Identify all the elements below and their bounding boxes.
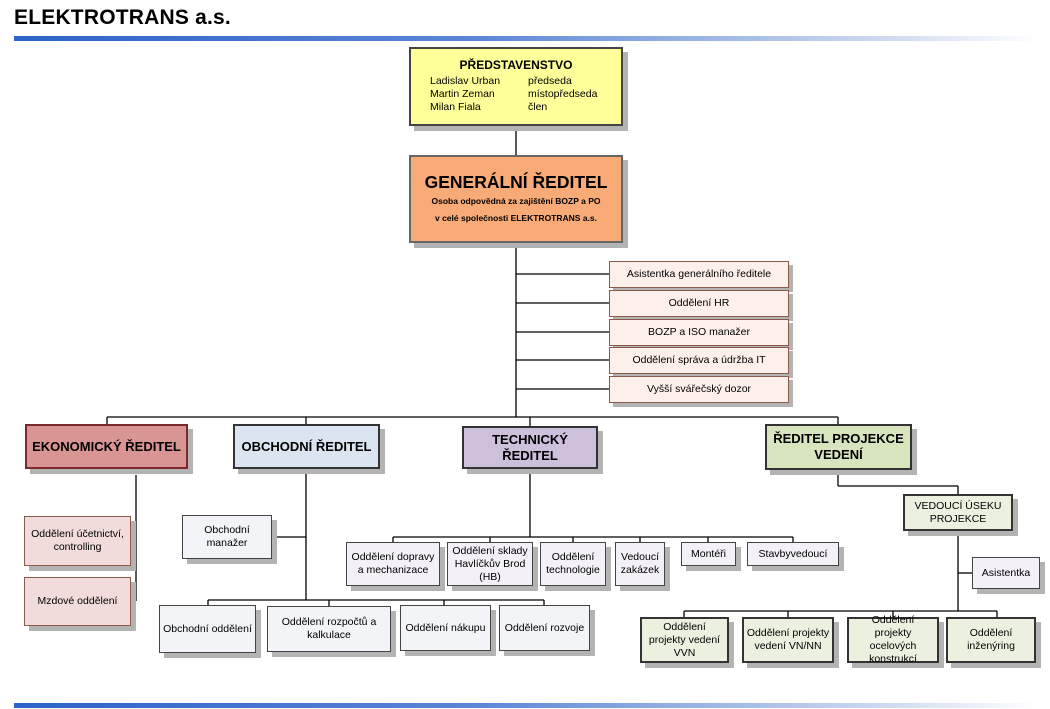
design-unit: Oddělení projekty vedení VVN	[640, 617, 729, 663]
staff-unit: Oddělení správa a údržba IT	[609, 347, 789, 374]
commercial-unit: Oddělení rozvoje	[499, 605, 590, 651]
technical-unit: Montéři	[681, 542, 736, 566]
design-unit: Oddělení inženýring	[946, 617, 1036, 663]
board-member-role: předseda	[528, 75, 572, 87]
design-assistant: Asistentka	[972, 557, 1040, 589]
technical-unit: Oddělení technologie	[540, 542, 606, 586]
staff-unit: Oddělení HR	[609, 290, 789, 317]
commercial-unit: Oddělení rozpočtů a kalkulace	[267, 606, 391, 652]
technical-unit: Vedoucí zakázek	[615, 542, 665, 586]
ceo-subtitle-2: v celé společnosti ELEKTROTRANS a.s.	[434, 213, 597, 223]
technical-director-title: TECHNICKÝ ŘEDITEL	[492, 431, 568, 463]
technical-unit: Oddělení dopravy a mechanizace	[346, 542, 440, 586]
board-member-name: Martin Zeman	[430, 88, 495, 100]
staff-unit: BOZP a ISO manažer	[609, 319, 789, 346]
board-member-name: Ladislav Urban	[430, 75, 501, 87]
board-member-row: Martin Zeman místopředseda	[430, 88, 602, 101]
board-member-role: člen	[528, 101, 548, 113]
footer-divider	[14, 703, 1040, 708]
commercial-manager: Obchodní manažer	[182, 515, 272, 559]
economic-unit: Oddělení účetnictví, controlling	[24, 516, 131, 566]
board-member-row: Ladislav Urban předseda	[430, 75, 602, 88]
technical-unit: Stavbyvedoucí	[747, 542, 839, 566]
technical-unit: Oddělení sklady Havlíčkův Brod (HB)	[447, 542, 533, 586]
board-box: PŘEDSTAVENSTVO Ladislav Urban předseda M…	[409, 47, 623, 126]
company-title: ELEKTROTRANS a.s.	[14, 6, 231, 29]
design-director-title: ŘEDITEL PROJEKCE VEDENÍ	[773, 431, 904, 462]
design-unit: Oddělení projekty ocelových konstrukcí	[847, 614, 939, 665]
design-director-box: ŘEDITEL PROJEKCE VEDENÍ	[765, 424, 912, 470]
staff-unit: Vyšší svářečský dozor	[609, 376, 789, 403]
ceo-subtitle-1: Osoba odpovědná za zajištění BOZP a PO	[431, 196, 601, 206]
board-title: PŘEDSTAVENSTVO	[459, 58, 573, 72]
design-head-title: VEDOUCÍ ÚSEKU PROJEKCE	[914, 499, 1002, 525]
economic-unit: Mzdové oddělení	[24, 577, 131, 626]
board-member-name: Milan Fiala	[430, 101, 481, 113]
ceo-title: GENERÁLNÍ ŘEDITEL	[424, 172, 608, 192]
technical-director-box: TECHNICKÝ ŘEDITEL	[462, 426, 598, 469]
header-divider	[14, 36, 1040, 41]
commercial-director-title: OBCHODNÍ ŘEDITEL	[241, 438, 372, 454]
economic-director-title: EKONOMICKÝ ŘEDITEL	[32, 438, 181, 454]
ceo-box: GENERÁLNÍ ŘEDITEL Osoba odpovědná za zaj…	[409, 155, 623, 243]
board-member-role: místopředseda	[528, 88, 598, 100]
design-head-box: VEDOUCÍ ÚSEKU PROJEKCE	[903, 494, 1013, 531]
commercial-unit: Oddělení nákupu	[400, 605, 491, 651]
economic-director-box: EKONOMICKÝ ŘEDITEL	[25, 424, 188, 469]
design-unit: Oddělení projekty vedení VN/NN	[742, 617, 834, 663]
commercial-director-box: OBCHODNÍ ŘEDITEL	[233, 424, 380, 469]
board-member-row: Milan Fiala člen	[430, 101, 602, 114]
staff-unit: Asistentka generálního ředitele	[609, 261, 789, 288]
commercial-unit: Obchodní oddělení	[159, 605, 256, 653]
